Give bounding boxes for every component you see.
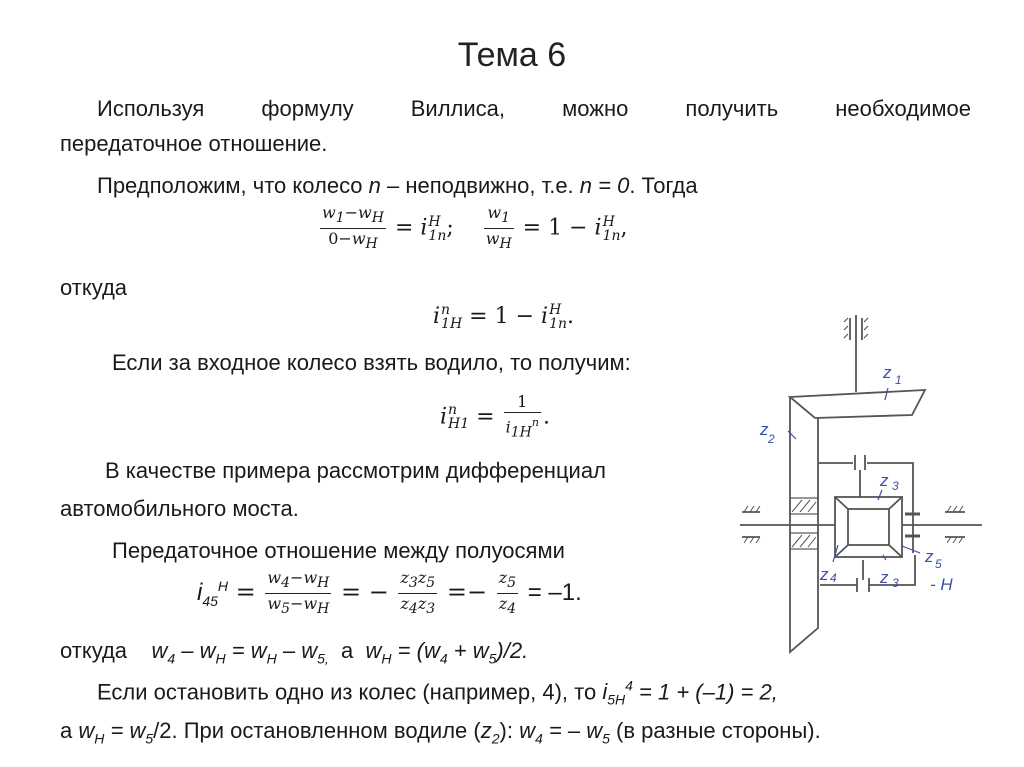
text: = 1 + (–1) = 2, [639,679,778,705]
text: а [341,638,354,663]
svg-text:z: z [924,547,934,566]
svg-text:z: z [879,568,889,587]
paragraph-stopped-carrier: а wH = w5/2. При остановленном водиле (z… [60,718,821,747]
text: – неподвижно, т.е. [380,173,580,198]
svg-text:3: 3 [892,576,899,590]
svg-text:5: 5 [935,557,942,571]
text: . Тогда [629,173,698,198]
svg-text:z: z [819,565,829,584]
paragraph-willis-line1: Используя формулу Виллиса, можно получит… [97,96,971,122]
text: (в разные стороны). [616,718,821,743]
svg-text:3: 3 [892,479,899,493]
text: /2. При остановленном водиле ( [153,718,481,743]
text: а [60,718,73,743]
svg-text:1: 1 [895,373,902,387]
word: Используя [97,96,205,121]
paragraph-example-line1: В качестве примера рассмотрим дифференци… [105,458,606,483]
paragraph-example-line2: автомобильного моста. [60,496,299,521]
word: можно [562,96,629,121]
otkuda-label: откуда [60,275,128,300]
svg-text:2: 2 [767,432,775,446]
eq-n-zero: n = 0 [579,173,630,198]
text: Если остановить одно из колес (например,… [97,679,597,705]
paragraph-assumption: Предположим, что колесо n – неподвижно, … [97,173,698,199]
paragraph-willis-line2: передаточное отношение. [60,131,328,156]
paragraph-otkuda-w: откуда w4 – wH = wH – w5, а wH = (w4 + w… [60,638,529,667]
svg-text:z: z [759,420,769,439]
word: получить [685,96,779,121]
paragraph-carrier-input: Если за входное колесо взять водило, то … [112,350,631,375]
word: необходимое [835,96,971,121]
text: ): [499,718,513,743]
word: Виллиса, [410,96,506,121]
paragraph-stop-wheel: Если остановить одно из колес (например,… [97,678,778,708]
var-n: n [368,173,381,198]
svg-text:- H: - H [930,575,953,594]
text: откуда [60,638,128,663]
result: = –1. [527,579,582,607]
paragraph-axle-ratio: Передаточное отношение между полуосями [112,538,565,563]
svg-text:z: z [879,471,889,490]
svg-text:z: z [882,363,892,382]
text: Предположим, что колесо [97,173,369,198]
svg-text:4: 4 [830,571,837,585]
slide-title: Тема 6 [457,36,567,74]
word: формулу [261,96,354,121]
